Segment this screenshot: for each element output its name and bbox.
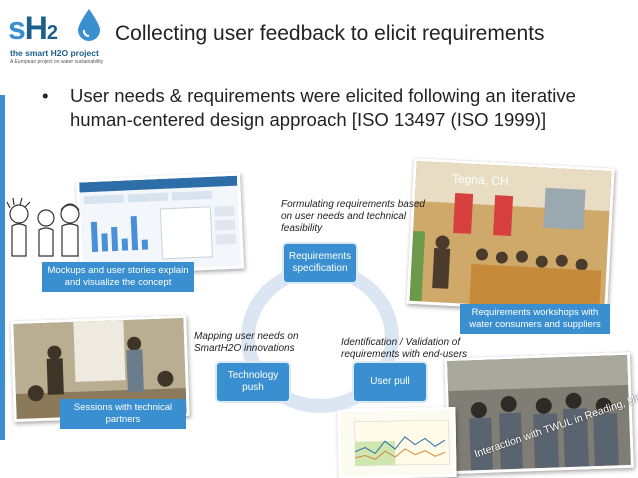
consumption-chart-thumbnail (337, 406, 457, 478)
note-mapping: Mapping user needs on SmartH2O innovatio… (194, 331, 299, 354)
water-drop-icon (78, 9, 100, 41)
caption-workshops: Requirements workshops with water consum… (460, 304, 610, 334)
note-identification: Identification / Validation of requireme… (341, 337, 468, 360)
node-technology-push: Technology push (217, 363, 289, 401)
photo-label-tegna: Tegna, CH (451, 171, 510, 189)
caption-sessions: Sessions with technical partners (60, 399, 186, 429)
twul-photo (444, 351, 634, 475)
bullet-marker: • (42, 85, 49, 106)
node-user-pull: User pull (354, 363, 426, 401)
logo-wordmark: sH2 (8, 10, 58, 46)
logo-tagline: the smart H2O project (10, 48, 99, 58)
slide-title: Collecting user feedback to elicit requi… (115, 22, 545, 45)
mockups-screenshot (75, 172, 245, 276)
caption-mockups: Mockups and user stories explain and vis… (42, 262, 194, 292)
bullet-text: User needs & requirements were elicited … (70, 85, 576, 130)
workshop-photo (406, 157, 615, 315)
node-requirements-specification: Requirements specification (284, 244, 356, 282)
side-accent-bar (0, 95, 5, 440)
note-formulating: Formulating requirements based on user n… (281, 199, 425, 234)
logo-subtagline: A European project on water sustainabili… (10, 59, 104, 65)
smarth2o-logo: sH2 the smart H2O project A European pro… (6, 8, 106, 68)
user-sketch-icon (6, 197, 80, 257)
